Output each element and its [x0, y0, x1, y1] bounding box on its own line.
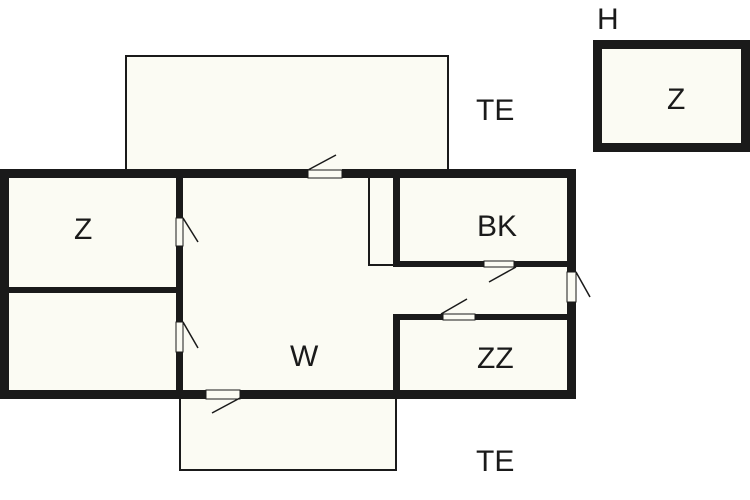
wall-bedroom-right [176, 169, 183, 399]
house-wall-bottom [0, 390, 576, 399]
house-wall-left [0, 169, 9, 399]
door-jamb-right [566, 271, 577, 303]
label-shed-header: H [597, 3, 619, 36]
cupboard-outline [368, 178, 393, 266]
shed-wall-top [593, 40, 750, 49]
terrace-top [125, 55, 449, 173]
shed-wall-right [741, 40, 750, 152]
door-jamb-bedroom-lower [175, 321, 184, 353]
label-small-room: ZZ [477, 342, 514, 375]
door-jamb-bathroom [483, 260, 515, 268]
house-floor [0, 170, 576, 398]
door-leaf-bedroom-upper [182, 217, 199, 243]
door-jamb-bottom [205, 389, 241, 400]
label-bedroom: Z [74, 213, 92, 246]
label-terrace-bottom: TE [476, 445, 514, 478]
house-wall-top [0, 169, 576, 178]
label-living: W [290, 340, 319, 373]
wall-bathroom-left [393, 169, 400, 267]
door-gap-bathroom [484, 260, 514, 268]
door-jamb-smallroom [442, 313, 476, 321]
door-leaf-bottom [211, 397, 241, 414]
door-leaf-top [307, 154, 337, 171]
label-terrace-top: TE [476, 94, 514, 127]
door-leaf-bathroom [488, 266, 517, 283]
door-leaf-right [575, 271, 591, 298]
door-gap-smallroom [443, 313, 475, 321]
door-gap-bottom [206, 389, 240, 400]
door-gap-right [566, 272, 577, 302]
door-leaf-smallroom [440, 298, 468, 315]
label-bathroom: BK [477, 210, 517, 243]
door-jamb-top [307, 169, 343, 179]
shed-wall-bottom [593, 143, 750, 152]
shed-wall-left [593, 40, 602, 152]
door-gap-bedroom-upper [175, 218, 184, 246]
shed-floor [593, 40, 750, 152]
door-leaf-bedroom-lower [182, 321, 199, 349]
wall-smallroom-left [393, 314, 400, 399]
door-gap-bedroom-lower [175, 322, 184, 352]
door-jamb-bedroom-upper [175, 217, 184, 247]
wall-bedroom-divider [0, 287, 183, 293]
terrace-bottom [179, 395, 397, 471]
door-gap-top [308, 168, 342, 179]
wall-smallroom-top [393, 314, 576, 320]
label-shed-room: Z [667, 83, 685, 116]
